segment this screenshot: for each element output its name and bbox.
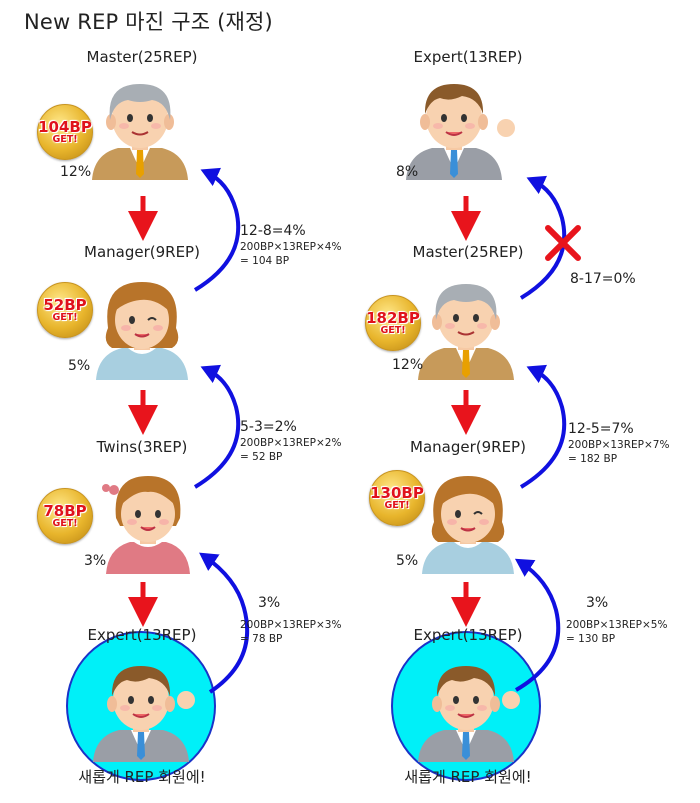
formula-main: 5-3=2% <box>240 419 297 435</box>
right-expert-role: Expert(13REP) <box>413 626 523 644</box>
formula-main: 12-5=7% <box>568 421 634 437</box>
formula-main: 8-17=0% <box>570 271 636 287</box>
right-manager-pct: 5% <box>396 553 419 569</box>
badge-get: GET! <box>52 311 78 323</box>
right-expert-top-pct: 8% <box>396 164 419 180</box>
right-formula-2: 12-5=7% 200BP×13REP×7% = 182 BP <box>568 420 669 466</box>
formula-result: = 104 BP <box>240 255 290 267</box>
left-up-arrow-3 <box>199 552 250 694</box>
badge-get: GET! <box>52 517 78 529</box>
left-expert-role: Expert(13REP) <box>87 626 197 644</box>
formula-main: 3% <box>586 595 609 611</box>
right-expert-top-fist <box>497 119 515 137</box>
left-master-bp-badge: 104BP GET! <box>37 104 93 160</box>
right-expert-fist <box>502 691 520 709</box>
cross-icon <box>545 225 581 261</box>
left-expert-fist <box>177 691 195 709</box>
formula-result: = 52 BP <box>240 451 283 463</box>
right-up-arrow-2 <box>519 364 567 489</box>
formula-detail: 200BP×13REP×4% <box>240 241 342 253</box>
formula-main: 12-8=4% <box>240 223 306 239</box>
badge-value: 130BP <box>370 483 424 502</box>
badge-get: GET! <box>52 133 78 145</box>
right-formula-1: 8-17=0% <box>570 270 636 288</box>
right-master-bp-badge: 182BP GET! <box>365 295 421 351</box>
left-new-member-caption: 새롭게 REP 회원에! <box>78 768 206 786</box>
formula-detail: 200BP×13REP×7% <box>568 439 670 451</box>
right-master-pct: 12% <box>392 357 424 373</box>
left-formula-1: 12-8=4% 200BP×13REP×4% = 104 BP <box>240 222 341 268</box>
left-manager-role: Manager(9REP) <box>84 243 200 261</box>
left-up-arrow-2 <box>193 364 241 489</box>
formula-result: = 130 BP <box>566 633 616 645</box>
formula-result: = 182 BP <box>568 453 618 465</box>
formula-detail: 200BP×13REP×2% <box>240 437 342 449</box>
right-expert-top-role: Expert(13REP) <box>413 48 523 66</box>
badge-value: 182BP <box>366 308 420 327</box>
right-master-role: Master(25REP) <box>412 243 524 261</box>
right-formula-3: 3% 200BP×13REP×5% = 130 BP <box>566 594 667 646</box>
badge-value: 104BP <box>38 117 92 136</box>
right-up-arrow-3 <box>514 558 561 692</box>
left-twins-role: Twins(3REP) <box>96 438 188 456</box>
right-new-member-caption: 새롭게 REP 회원에! <box>404 768 532 786</box>
badge-get: GET! <box>384 499 410 511</box>
right-manager-bp-badge: 130BP GET! <box>369 470 425 526</box>
left-up-arrow-1 <box>193 167 241 292</box>
left-manager-bp-badge: 52BP GET! <box>37 282 93 338</box>
left-master-role: Master(25REP) <box>86 48 198 66</box>
left-formula-2: 5-3=2% 200BP×13REP×2% = 52 BP <box>240 418 341 464</box>
formula-detail: 200BP×13REP×3% <box>240 619 342 631</box>
formula-main: 3% <box>258 595 281 611</box>
left-twins-bp-badge: 78BP GET! <box>37 488 93 544</box>
badge-value: 52BP <box>43 295 87 314</box>
left-master-pct: 12% <box>60 164 92 180</box>
left-manager-pct: 5% <box>68 358 91 374</box>
right-manager-role: Manager(9REP) <box>410 438 526 456</box>
left-twins-pct: 3% <box>84 553 107 569</box>
badge-value: 78BP <box>43 501 87 520</box>
badge-get: GET! <box>380 324 406 336</box>
right-up-arrow-1 <box>519 175 567 300</box>
formula-result: = 78 BP <box>240 633 283 645</box>
formula-detail: 200BP×13REP×5% <box>566 619 668 631</box>
left-formula-3: 3% 200BP×13REP×3% = 78 BP <box>240 594 341 646</box>
page-title: New REP 마진 구조 (재정) <box>24 10 273 34</box>
